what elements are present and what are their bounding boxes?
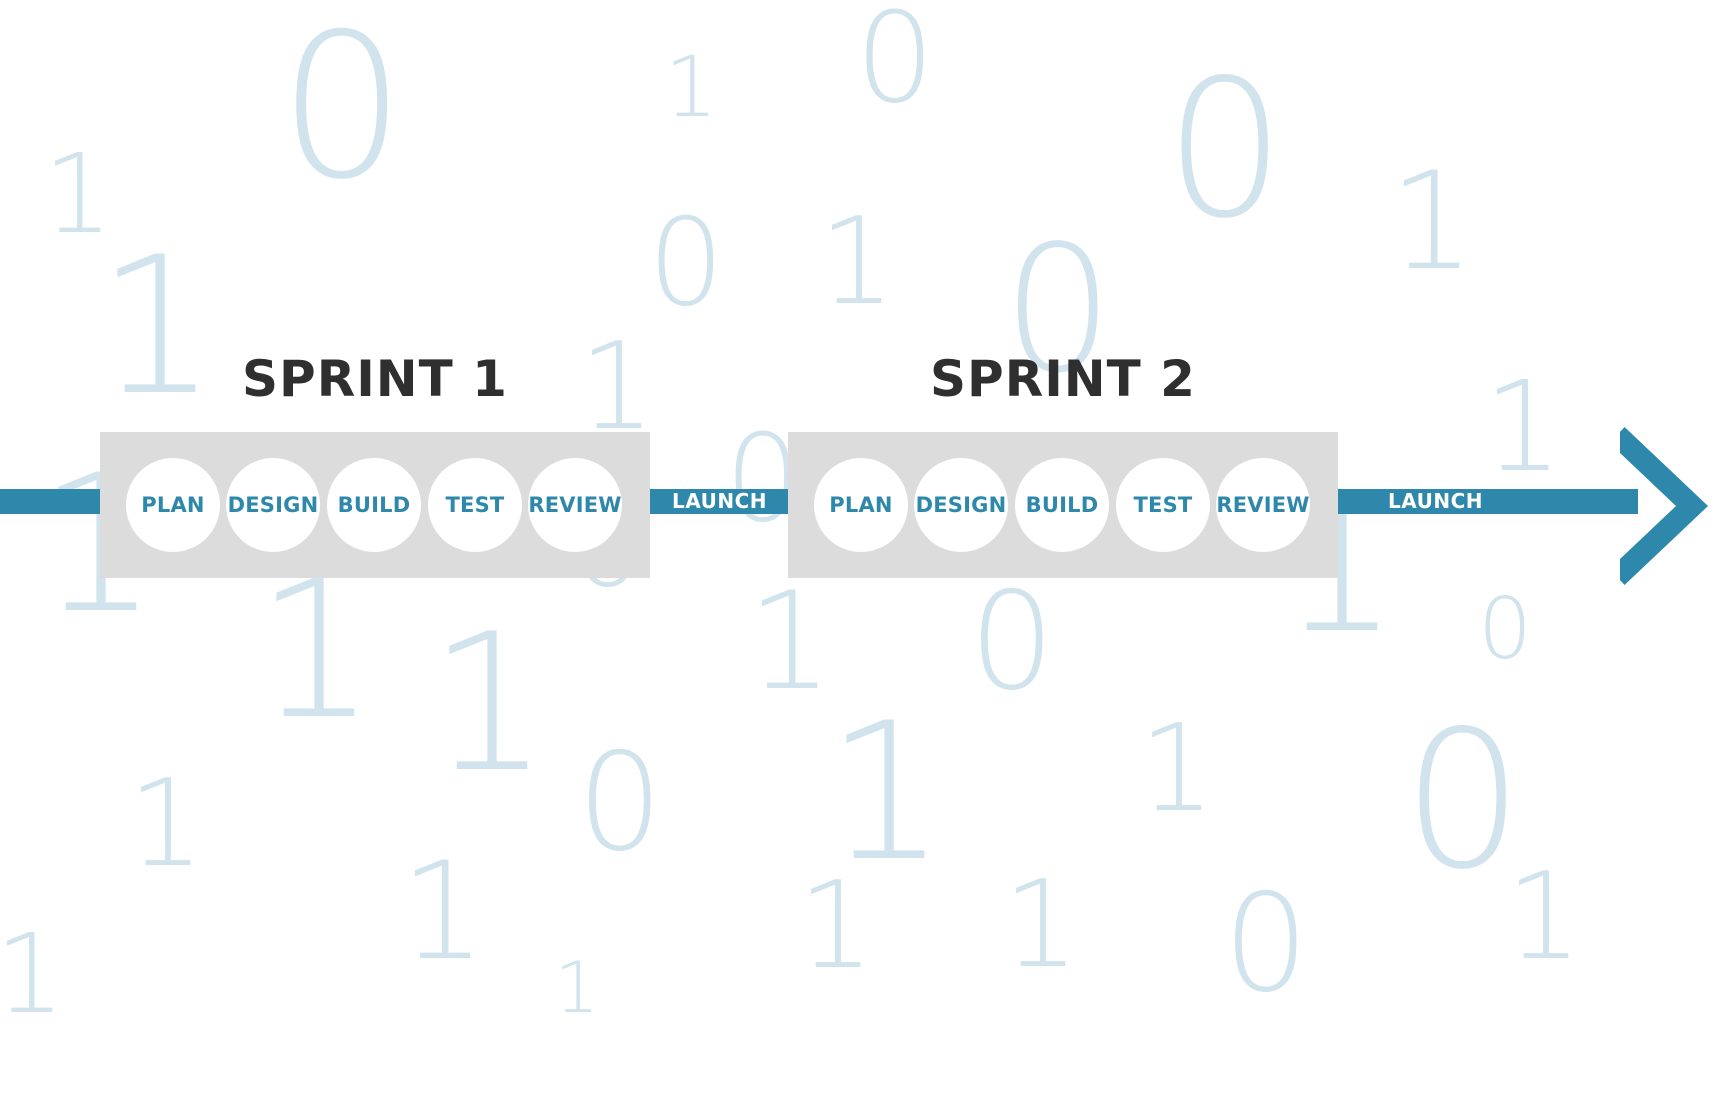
sprint-2-title: SPRINT 2 [930, 350, 1196, 408]
sprint-2-box: PLAN DESIGN BUILD TEST REVIEW [788, 432, 1338, 578]
bg-digit: 0 [577, 724, 663, 881]
phase-review: REVIEW [528, 458, 622, 552]
phase-build: BUILD [327, 458, 421, 552]
arrow-head-icon [1620, 427, 1709, 585]
launch-label-2: LAUNCH [1387, 489, 1483, 513]
bg-digit: 1 [555, 947, 600, 1029]
bg-digit: 0 [1223, 865, 1309, 1022]
bg-digit: 1 [1003, 856, 1079, 995]
bg-digit: 1 [1506, 848, 1582, 987]
bg-digit: 0 [855, 0, 935, 131]
timeline-bar-launch-1 [650, 489, 789, 514]
bg-digit: 1 [43, 130, 113, 258]
bg-digit: 1 [429, 593, 550, 814]
bg-digit: 0 [1403, 690, 1524, 911]
sprint-1-box: PLAN DESIGN BUILD TEST REVIEW [100, 432, 650, 578]
bg-digit: 0 [278, 0, 405, 224]
bg-digit: 1 [798, 857, 874, 996]
bg-digit: 1 [747, 563, 833, 720]
bg-digit: 1 [819, 193, 895, 332]
phase-plan: PLAN [126, 458, 220, 552]
bg-digit: 1 [664, 38, 717, 136]
timeline-bar-start [0, 489, 100, 514]
phase-build: BUILD [1015, 458, 1109, 552]
bg-digit: 1 [400, 833, 486, 990]
bg-digit: 0 [648, 194, 724, 333]
sprint-1-title: SPRINT 1 [242, 350, 508, 408]
bg-digit: 1 [1483, 355, 1563, 500]
bg-digit: 1 [1139, 700, 1215, 839]
phase-review: REVIEW [1216, 458, 1310, 552]
bg-digit: 0 [969, 563, 1055, 720]
phase-design: DESIGN [914, 458, 1008, 552]
bg-digit: 0 [1165, 39, 1286, 260]
launch-label-1: LAUNCH [671, 489, 767, 513]
bg-digit: 0 [1478, 580, 1532, 679]
bg-digit: 1 [826, 682, 947, 903]
bg-digit: 1 [1389, 143, 1475, 300]
bg-digit: 1 [97, 216, 218, 437]
phase-design: DESIGN [226, 458, 320, 552]
phase-test: TEST [1116, 458, 1210, 552]
bg-digit: 0 [1002, 209, 1113, 412]
phase-plan: PLAN [814, 458, 908, 552]
timeline-bar-launch-2 [1338, 489, 1638, 514]
bg-digit: 1 [128, 755, 204, 894]
phase-test: TEST [428, 458, 522, 552]
bg-digit: 1 [0, 910, 65, 1038]
